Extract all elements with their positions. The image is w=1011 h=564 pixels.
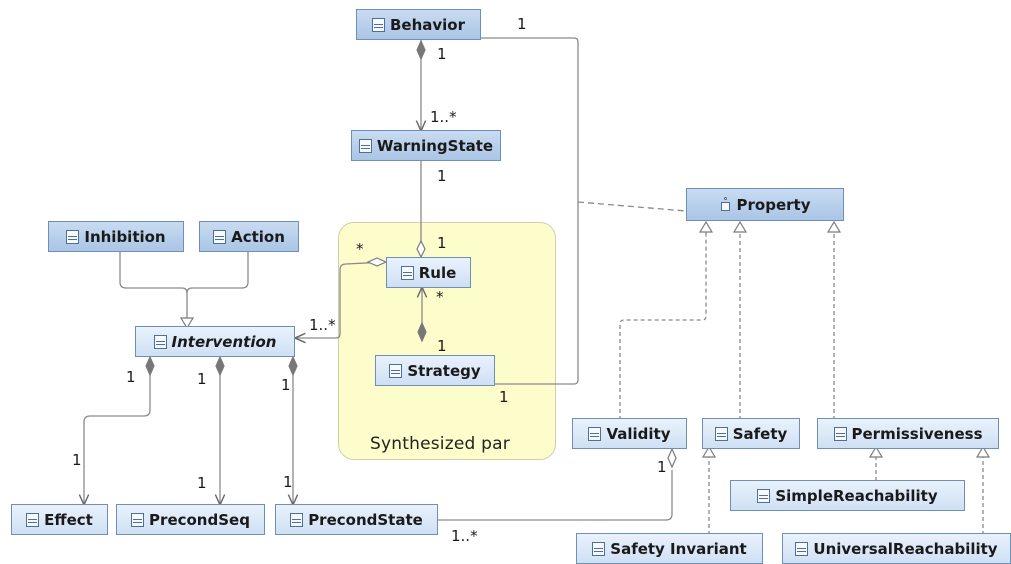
- validity-aggregate-diamond: [667, 447, 677, 469]
- class-icon: [26, 512, 40, 527]
- class-icon: [66, 229, 80, 244]
- class-precond-seq[interactable]: PrecondSeq: [116, 504, 265, 535]
- property-realization-triangle-2: [732, 220, 748, 233]
- multiplicity-label: 1: [499, 388, 509, 406]
- multiplicity-label: 1: [72, 451, 82, 469]
- action-generalization: [186, 252, 249, 294]
- class-icon: [213, 229, 227, 244]
- class-effect-label: Effect: [44, 510, 93, 529]
- class-icon: [358, 138, 372, 153]
- class-permissiveness[interactable]: Permissiveness: [817, 418, 999, 449]
- class-icon: [400, 265, 414, 280]
- class-behavior-label: Behavior: [389, 15, 466, 34]
- class-icon: [131, 512, 145, 527]
- rule-intervention-aggregation: [295, 261, 387, 338]
- interface-icon: [720, 197, 731, 212]
- class-precond-state-label: PrecondState: [308, 510, 423, 529]
- class-precond-state[interactable]: PrecondState: [275, 504, 438, 535]
- validity-precondstate-aggregation: [438, 470, 673, 521]
- intervention-composite-diamond-1: [145, 355, 155, 377]
- class-validity[interactable]: Validity: [572, 418, 687, 449]
- multiplicity-label: 1: [437, 234, 447, 252]
- class-warning-state[interactable]: WarningState: [351, 130, 501, 161]
- intervention-generalization-triangle: [179, 317, 195, 330]
- multiplicity-label: 1: [283, 473, 293, 491]
- class-inhibition[interactable]: Inhibition: [48, 221, 184, 252]
- class-intervention-label: Intervention: [171, 332, 277, 351]
- multiplicity-label: 1..*: [309, 316, 336, 334]
- class-icon: [795, 541, 809, 556]
- multiplicity-label: *: [356, 240, 364, 258]
- multiplicity-label: 1..*: [451, 527, 478, 545]
- class-safety-invariant[interactable]: Safety Invariant: [576, 533, 763, 564]
- class-action[interactable]: Action: [199, 221, 299, 252]
- interface-property-label: Property: [736, 195, 811, 214]
- class-warning-state-label: WarningState: [376, 136, 494, 155]
- class-action-label: Action: [231, 227, 285, 246]
- multiplicity-label: 1: [437, 45, 447, 63]
- class-inhibition-label: Inhibition: [84, 227, 166, 246]
- multiplicity-label: 1: [197, 370, 207, 388]
- multiplicity-label: 1: [517, 15, 527, 33]
- multiplicity-label: 1: [197, 474, 207, 492]
- class-validity-label: Validity: [606, 424, 671, 443]
- class-icon: [153, 334, 167, 349]
- validity-property-realization: [619, 232, 707, 420]
- class-strategy-label: Strategy: [407, 361, 481, 380]
- class-icon: [592, 541, 606, 556]
- multiplicity-label: *: [436, 288, 444, 306]
- class-safety-invariant-label: Safety Invariant: [610, 539, 747, 558]
- intervention-composite-diamond-3: [288, 355, 298, 377]
- association-class-link: [577, 201, 687, 212]
- class-rule[interactable]: Rule: [386, 257, 471, 288]
- multiplicity-label: 1: [437, 167, 447, 185]
- class-universal-reachability[interactable]: UniversalReachability: [782, 533, 1011, 564]
- class-icon: [588, 426, 602, 441]
- multiplicity-label: 1..*: [430, 108, 457, 126]
- property-realization-triangle-3: [826, 220, 842, 233]
- rule-aggregate-diamond-left: [366, 257, 388, 267]
- class-icon: [714, 426, 728, 441]
- safety-realization-triangle: [701, 445, 717, 458]
- class-icon: [757, 488, 771, 503]
- class-permissiveness-label: Permissiveness: [851, 424, 983, 443]
- class-icon: [290, 512, 304, 527]
- permissiveness-realization-triangle-1: [868, 445, 884, 458]
- strategy-composite-diamond: [417, 321, 427, 343]
- class-simple-reachability-label: SimpleReachability: [775, 486, 938, 505]
- multiplicity-label: 1: [657, 458, 667, 476]
- multiplicity-label: 1: [126, 368, 136, 386]
- class-effect[interactable]: Effect: [11, 504, 108, 535]
- class-behavior[interactable]: Behavior: [356, 9, 481, 40]
- class-intervention[interactable]: Intervention: [135, 326, 295, 357]
- class-icon: [833, 426, 847, 441]
- permissiveness-realization-triangle-2: [975, 445, 991, 458]
- intervention-effect-composition: [84, 375, 151, 505]
- inhibition-generalization: [119, 252, 188, 328]
- intervention-composite-diamond-2: [215, 355, 225, 377]
- class-icon: [389, 363, 403, 378]
- synthesized-part-label: Synthesized par: [370, 434, 510, 454]
- interface-property[interactable]: Property: [686, 188, 844, 221]
- behavior-composite-diamond: [416, 39, 426, 61]
- class-rule-label: Rule: [418, 263, 457, 282]
- class-simple-reachability[interactable]: SimpleReachability: [730, 480, 965, 511]
- class-safety-label: Safety: [732, 424, 788, 443]
- class-precond-seq-label: PrecondSeq: [149, 510, 250, 529]
- behavior-strategy-association: [480, 37, 579, 385]
- class-strategy[interactable]: Strategy: [375, 355, 495, 386]
- multiplicity-label: 1: [437, 337, 447, 355]
- property-realization-triangle-1: [698, 220, 714, 233]
- class-universal-reachability-label: UniversalReachability: [813, 539, 998, 558]
- class-icon: [371, 17, 385, 32]
- class-safety[interactable]: Safety: [702, 418, 800, 449]
- multiplicity-label: 1: [281, 376, 291, 394]
- rule-aggregate-diamond: [416, 239, 426, 259]
